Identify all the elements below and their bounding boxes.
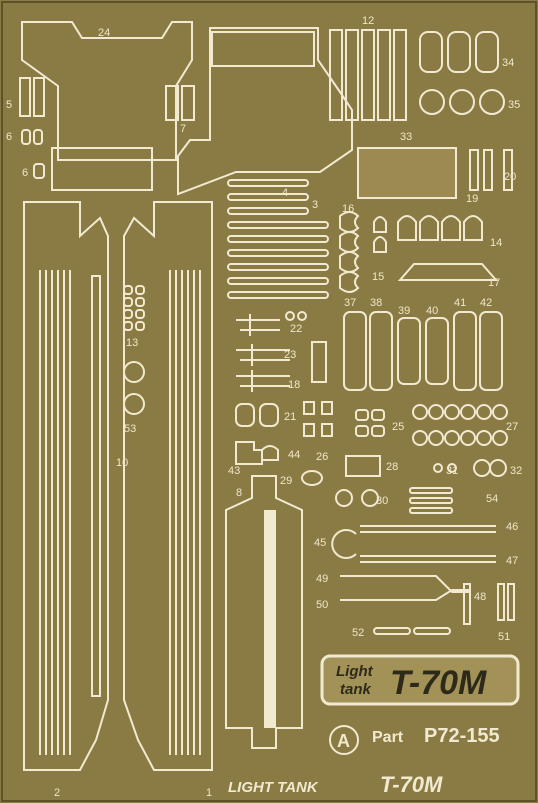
part-number: 25 [392,421,404,433]
part-number: 34 [502,57,514,69]
brand-logo: A [329,725,359,755]
part-number: 16 [342,203,354,215]
part-number: 51 [498,631,510,643]
part-number: 37 [344,297,356,309]
part-number: 44 [288,449,300,461]
part-1 [123,201,213,771]
nameplate-line1: Light [336,663,374,680]
part-number: 54 [486,493,498,505]
part-number: 41 [454,297,466,309]
part-number: 19 [466,193,478,205]
part-number: 48 [474,591,486,603]
part-number: 30 [376,495,388,507]
part-number: 33 [400,131,412,143]
part-number: 28 [386,461,398,473]
part-number: 20 [504,171,516,183]
part-24 [21,21,193,161]
caption-prefix: LIGHT TANK [228,779,319,796]
part-number: 6 [22,167,28,179]
logo-letter: A [337,731,350,751]
part-number-labels: 1 2 3 4 5 6 6 7 8 10 12 13 14 15 16 17 1… [6,15,522,799]
part-number: 5 [6,99,12,111]
part-number: 13 [126,337,138,349]
part-number: 2 [54,787,60,799]
part-number: 53 [124,423,136,435]
part-number: 42 [480,297,492,309]
part-number: 17 [488,277,500,289]
part-number: 50 [316,599,328,611]
brand-name: Part [372,729,404,746]
part-number: 29 [280,475,292,487]
part-number: 15 [372,271,384,283]
part-8 [225,475,303,749]
part-number: 40 [426,305,438,317]
nameplate-model: T-70M [390,664,487,702]
part-number: 32 [510,465,522,477]
part-number: 45 [314,537,326,549]
part-number: 18 [288,379,300,391]
part-number: 52 [352,627,364,639]
part-number: 38 [370,297,382,309]
part-number: 23 [284,349,296,361]
part-3-4-strips [227,179,329,299]
part-number: 47 [506,555,518,567]
part-number: 8 [236,487,242,499]
part-number: 4 [282,187,288,199]
part-number: 10 [116,457,128,469]
part-33 [357,147,457,199]
part-number: 39 [398,305,410,317]
part-number: 46 [506,521,518,533]
part-number: 31 [446,465,458,477]
part-number: 24 [98,27,110,39]
caption-model: T-70M [380,772,443,797]
part-2 [23,201,109,771]
part-number: 1 [206,787,212,799]
model-nameplate: Light tank T-70M [320,654,520,706]
part-number: 27 [506,421,518,433]
product-code: P72-155 [424,725,500,747]
nameplate-line2: tank [340,681,372,698]
part-number: 26 [316,451,328,463]
part-number: 43 [228,465,240,477]
part-number: 12 [362,15,374,27]
part-number: 49 [316,573,328,585]
part-number: 14 [490,237,502,249]
part-number: 22 [290,323,302,335]
part-number: 21 [284,411,296,423]
part-number: 3 [312,199,318,211]
part-33-frame [177,27,353,196]
part-number: 6 [6,131,12,143]
part-number: 7 [180,123,186,135]
part-number: 35 [508,99,520,111]
